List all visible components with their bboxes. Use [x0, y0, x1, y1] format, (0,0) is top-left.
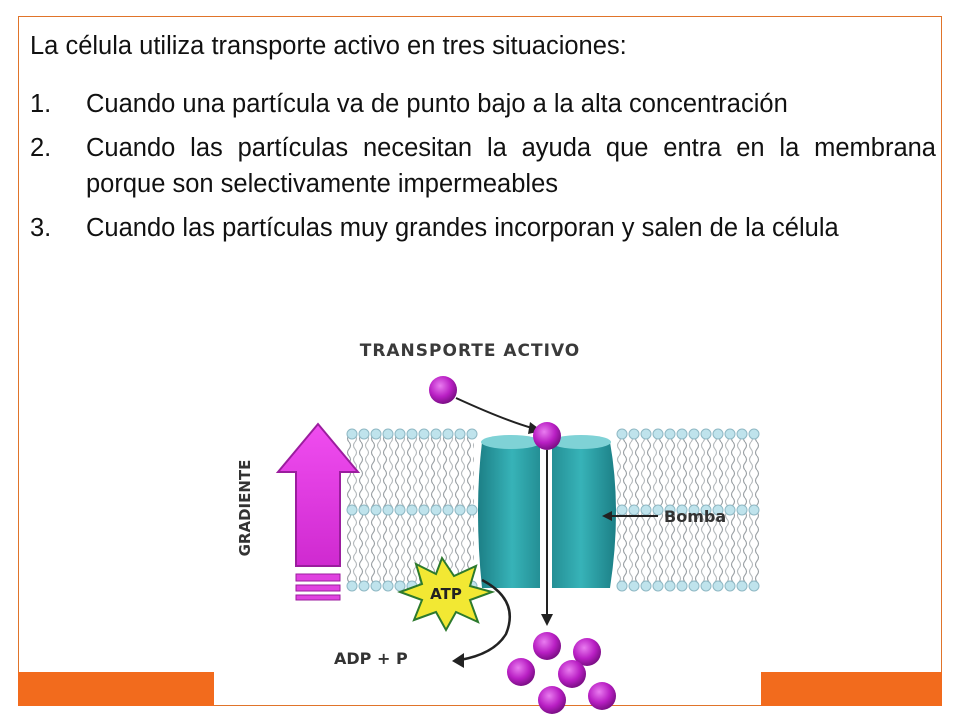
- active-transport-diagram: TRANSPORTE ACTIVO: [214, 330, 760, 720]
- diagram-svg: TRANSPORTE ACTIVO: [236, 341, 760, 714]
- footer-bar-right: [761, 672, 942, 706]
- particle-top: [429, 376, 457, 404]
- list-text: Cuando las partículas necesitan la ayuda…: [86, 134, 936, 198]
- pump-pointer-head: [602, 511, 612, 521]
- list-text: Cuando las partículas muy grandes incorp…: [86, 214, 839, 242]
- list-item: 2. Cuando las partículas necesitan la ay…: [30, 130, 936, 202]
- atp-star: [397, 555, 496, 633]
- membrane-left: [346, 428, 478, 592]
- slide-body: La célula utiliza transporte activo en t…: [30, 28, 936, 254]
- particles-bottom: [507, 632, 616, 714]
- particle: [588, 682, 616, 710]
- adp-label: ADP + P: [334, 649, 408, 668]
- list-number: 2.: [30, 134, 52, 162]
- particle: [507, 658, 535, 686]
- particle: [558, 660, 586, 688]
- pump-label: Bomba: [664, 507, 726, 526]
- list-text: Cuando una partícula va de punto bajo a …: [86, 90, 788, 118]
- atp-label: ATP: [430, 585, 462, 603]
- slide-frame: [18, 16, 942, 706]
- gradient-arrow: [275, 422, 361, 601]
- particle-in-pump: [533, 422, 561, 450]
- list-number: 3.: [30, 214, 52, 242]
- gradient-label: GRADIENTE: [236, 460, 254, 557]
- pump-protein: [478, 435, 616, 588]
- atp-conversion-path: [459, 578, 511, 662]
- particle: [538, 686, 566, 714]
- list-item: 1. Cuando una partícula va de punto bajo…: [30, 86, 936, 122]
- list-item: 3. Cuando las partículas muy grandes inc…: [30, 210, 936, 246]
- entry-path: [455, 397, 533, 429]
- membrane-right: [616, 428, 760, 592]
- atp-conversion-head: [452, 653, 464, 668]
- situations-list: 1. Cuando una partícula va de punto bajo…: [30, 86, 936, 246]
- particle: [533, 632, 561, 660]
- diagram-title: TRANSPORTE ACTIVO: [360, 341, 581, 361]
- list-number: 1.: [30, 90, 52, 118]
- footer-bar-left: [18, 672, 214, 706]
- transport-arrowhead: [541, 614, 553, 626]
- intro-text: La célula utiliza transporte activo en t…: [30, 32, 627, 60]
- particle: [573, 638, 601, 666]
